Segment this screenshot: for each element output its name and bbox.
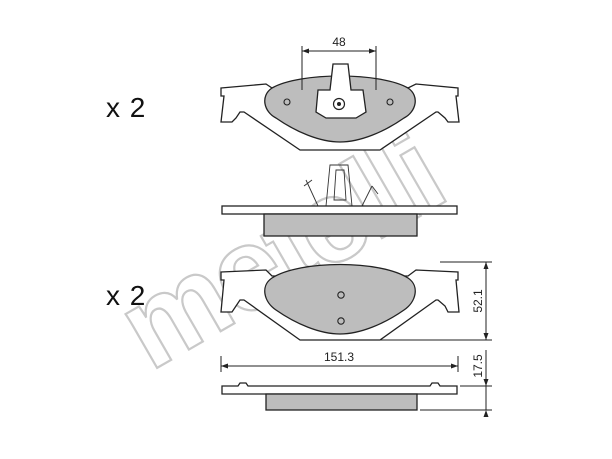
bottom-side-backing-plate [221, 382, 458, 395]
clip-width-label: 48 [332, 35, 346, 49]
bottom-pad-front-view [220, 263, 460, 341]
bottom-side-friction-block [265, 393, 418, 411]
top-quantity-label: x 2 [106, 92, 147, 123]
pad-height-dimension: 52.1 [380, 261, 492, 341]
pad-height-label: 52.1 [471, 289, 485, 313]
top-pad-side-view [221, 164, 458, 237]
bottom-pad-side-view [221, 382, 458, 411]
top-side-friction-block [263, 213, 418, 237]
top-side-backing-plate [221, 205, 458, 215]
clip-width-dimension: 48 [301, 35, 377, 90]
pad-thickness-dimension: 17.5 [420, 350, 492, 417]
top-center-clip [315, 63, 367, 119]
top-pad-front-view [220, 63, 460, 151]
pad-length-label: 151.3 [324, 350, 354, 364]
bottom-quantity-label: x 2 [106, 280, 147, 311]
watermark-text: metelli [97, 107, 462, 394]
pad-length-dimension: 151.3 [220, 350, 459, 372]
pad-thickness-label: 17.5 [471, 354, 485, 378]
bottom-friction-material [264, 263, 416, 335]
